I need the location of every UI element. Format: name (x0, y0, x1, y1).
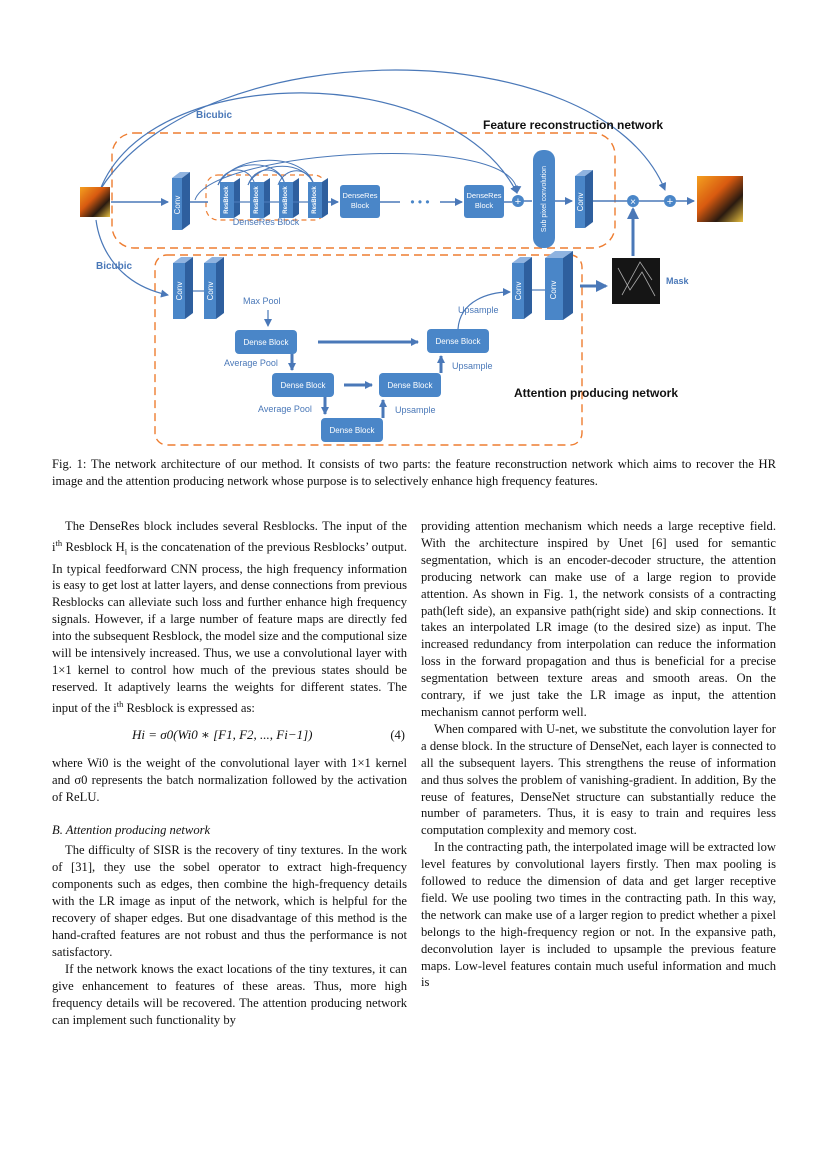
right-paragraph-3: In the contracting path, the interpolate… (421, 840, 776, 990)
svg-text:Dense Block: Dense Block (281, 381, 327, 390)
left-paragraph-3: The difficulty of SISR is the recovery o… (52, 843, 407, 959)
left-paragraph-2: where Wi0 is the weight of the convoluti… (52, 755, 407, 804)
skip-add-node (512, 195, 524, 207)
equation-text: Hi = σ0(Wi0 ∗ [F1, F2, ..., Fi−1]) (132, 726, 313, 742)
dense-block-3: Dense Block (321, 418, 383, 442)
svg-text:Conv: Conv (514, 282, 523, 301)
equation-number: (4) (390, 727, 405, 742)
svg-text:Conv: Conv (206, 282, 215, 301)
svg-text:Block: Block (351, 201, 370, 210)
right-paragraph-2: When compared with U-net, we substitute … (421, 721, 776, 838)
denseres-block-1: DenseRes Block (340, 185, 380, 218)
attention-conv-1: Conv (173, 257, 193, 319)
dense-block-2: Dense Block (272, 373, 334, 397)
svg-text:Dense Block: Dense Block (244, 338, 290, 347)
svg-text:Conv: Conv (576, 193, 585, 212)
feature-conv-1: Conv (172, 172, 190, 230)
svg-text:+: + (515, 196, 521, 208)
svg-text:ResBlock: ResBlock (312, 186, 318, 214)
figure-caption: Fig. 1: The network architecture of our … (52, 457, 776, 488)
resblock-3: ResBlock (279, 178, 299, 218)
svg-text:Conv: Conv (549, 281, 558, 300)
output-add-node (664, 195, 676, 207)
feature-net-title: Feature reconstruction network (483, 118, 663, 132)
svg-text:Dense Block: Dense Block (330, 426, 376, 435)
conv-label: Conv (173, 196, 182, 215)
svg-text:Sub pixel convolution: Sub pixel convolution (541, 166, 548, 232)
svg-text:DenseRes: DenseRes (342, 191, 377, 200)
left-column: The DenseRes block includes several Resb… (52, 518, 407, 1028)
attention-net-boundary (154, 254, 583, 446)
attention-conv-2: Conv (204, 257, 224, 319)
lr-input-image (80, 187, 110, 217)
bicubic-label-left: Bicubic (96, 261, 133, 272)
svg-text:Dense Block: Dense Block (436, 337, 482, 346)
upsample-label-2: Upsample (452, 361, 493, 371)
svg-text:ResBlock: ResBlock (283, 186, 289, 214)
svg-text:×: × (630, 197, 636, 208)
svg-text:Block: Block (475, 201, 494, 210)
resblock-4: ResBlock (308, 178, 328, 218)
svg-text:ResBlock: ResBlock (224, 186, 230, 214)
denseres-block-n: DenseRes Block (464, 185, 504, 218)
upsample-label-3: Upsample (458, 305, 499, 315)
resblock-1: ResBlock (220, 178, 240, 218)
right-column: providing attention mechanism which need… (421, 518, 776, 991)
average-pool-label-1: Average Pool (224, 358, 278, 368)
network-architecture-figure: Conv ResBlock ResBlock ResBlock ResBlock… (80, 69, 743, 446)
attention-conv-3: Conv (512, 257, 532, 319)
right-paragraph-1: providing attention mechanism which need… (421, 519, 776, 719)
svg-text:ResBlock: ResBlock (254, 186, 260, 214)
attention-conv-4: Conv (545, 251, 573, 320)
mask-label: Mask (666, 276, 690, 286)
svg-text:DenseRes: DenseRes (466, 191, 501, 200)
left-paragraph-4: If the network knows the exact locations… (52, 961, 407, 1027)
max-pool-label: Max Pool (243, 296, 281, 306)
svg-text:+: + (667, 196, 673, 208)
svg-text:Dense Block: Dense Block (388, 381, 434, 390)
attention-net-title: Attention producing network (514, 386, 678, 400)
hr-output-image (697, 176, 743, 222)
resblock-2: ResBlock (250, 178, 270, 218)
dense-block-4: Dense Block (379, 373, 441, 397)
multiply-node (627, 195, 639, 207)
denseres-block-boundary (205, 174, 327, 221)
average-pool-label-2: Average Pool (258, 404, 312, 414)
denseres-block-label: DenseRes Block (233, 217, 300, 227)
dense-block-1: Dense Block (235, 330, 297, 354)
ellipsis: • • • (410, 195, 429, 209)
sub-pixel-conv: Sub pixel convolution (533, 150, 555, 248)
upsample-label-1: Upsample (395, 405, 436, 415)
equation-4: Hi = σ0(Wi0 ∗ [F1, F2, ..., Fi−1]) (4) (52, 717, 407, 755)
feature-conv-end: Conv (575, 170, 593, 228)
section-heading: B. Attention producing network (52, 822, 211, 837)
bicubic-label-top: Bicubic (196, 110, 233, 121)
dense-block-5: Dense Block (427, 329, 489, 353)
svg-text:Conv: Conv (175, 282, 184, 301)
left-paragraph-1: The DenseRes block includes several Resb… (52, 519, 407, 715)
